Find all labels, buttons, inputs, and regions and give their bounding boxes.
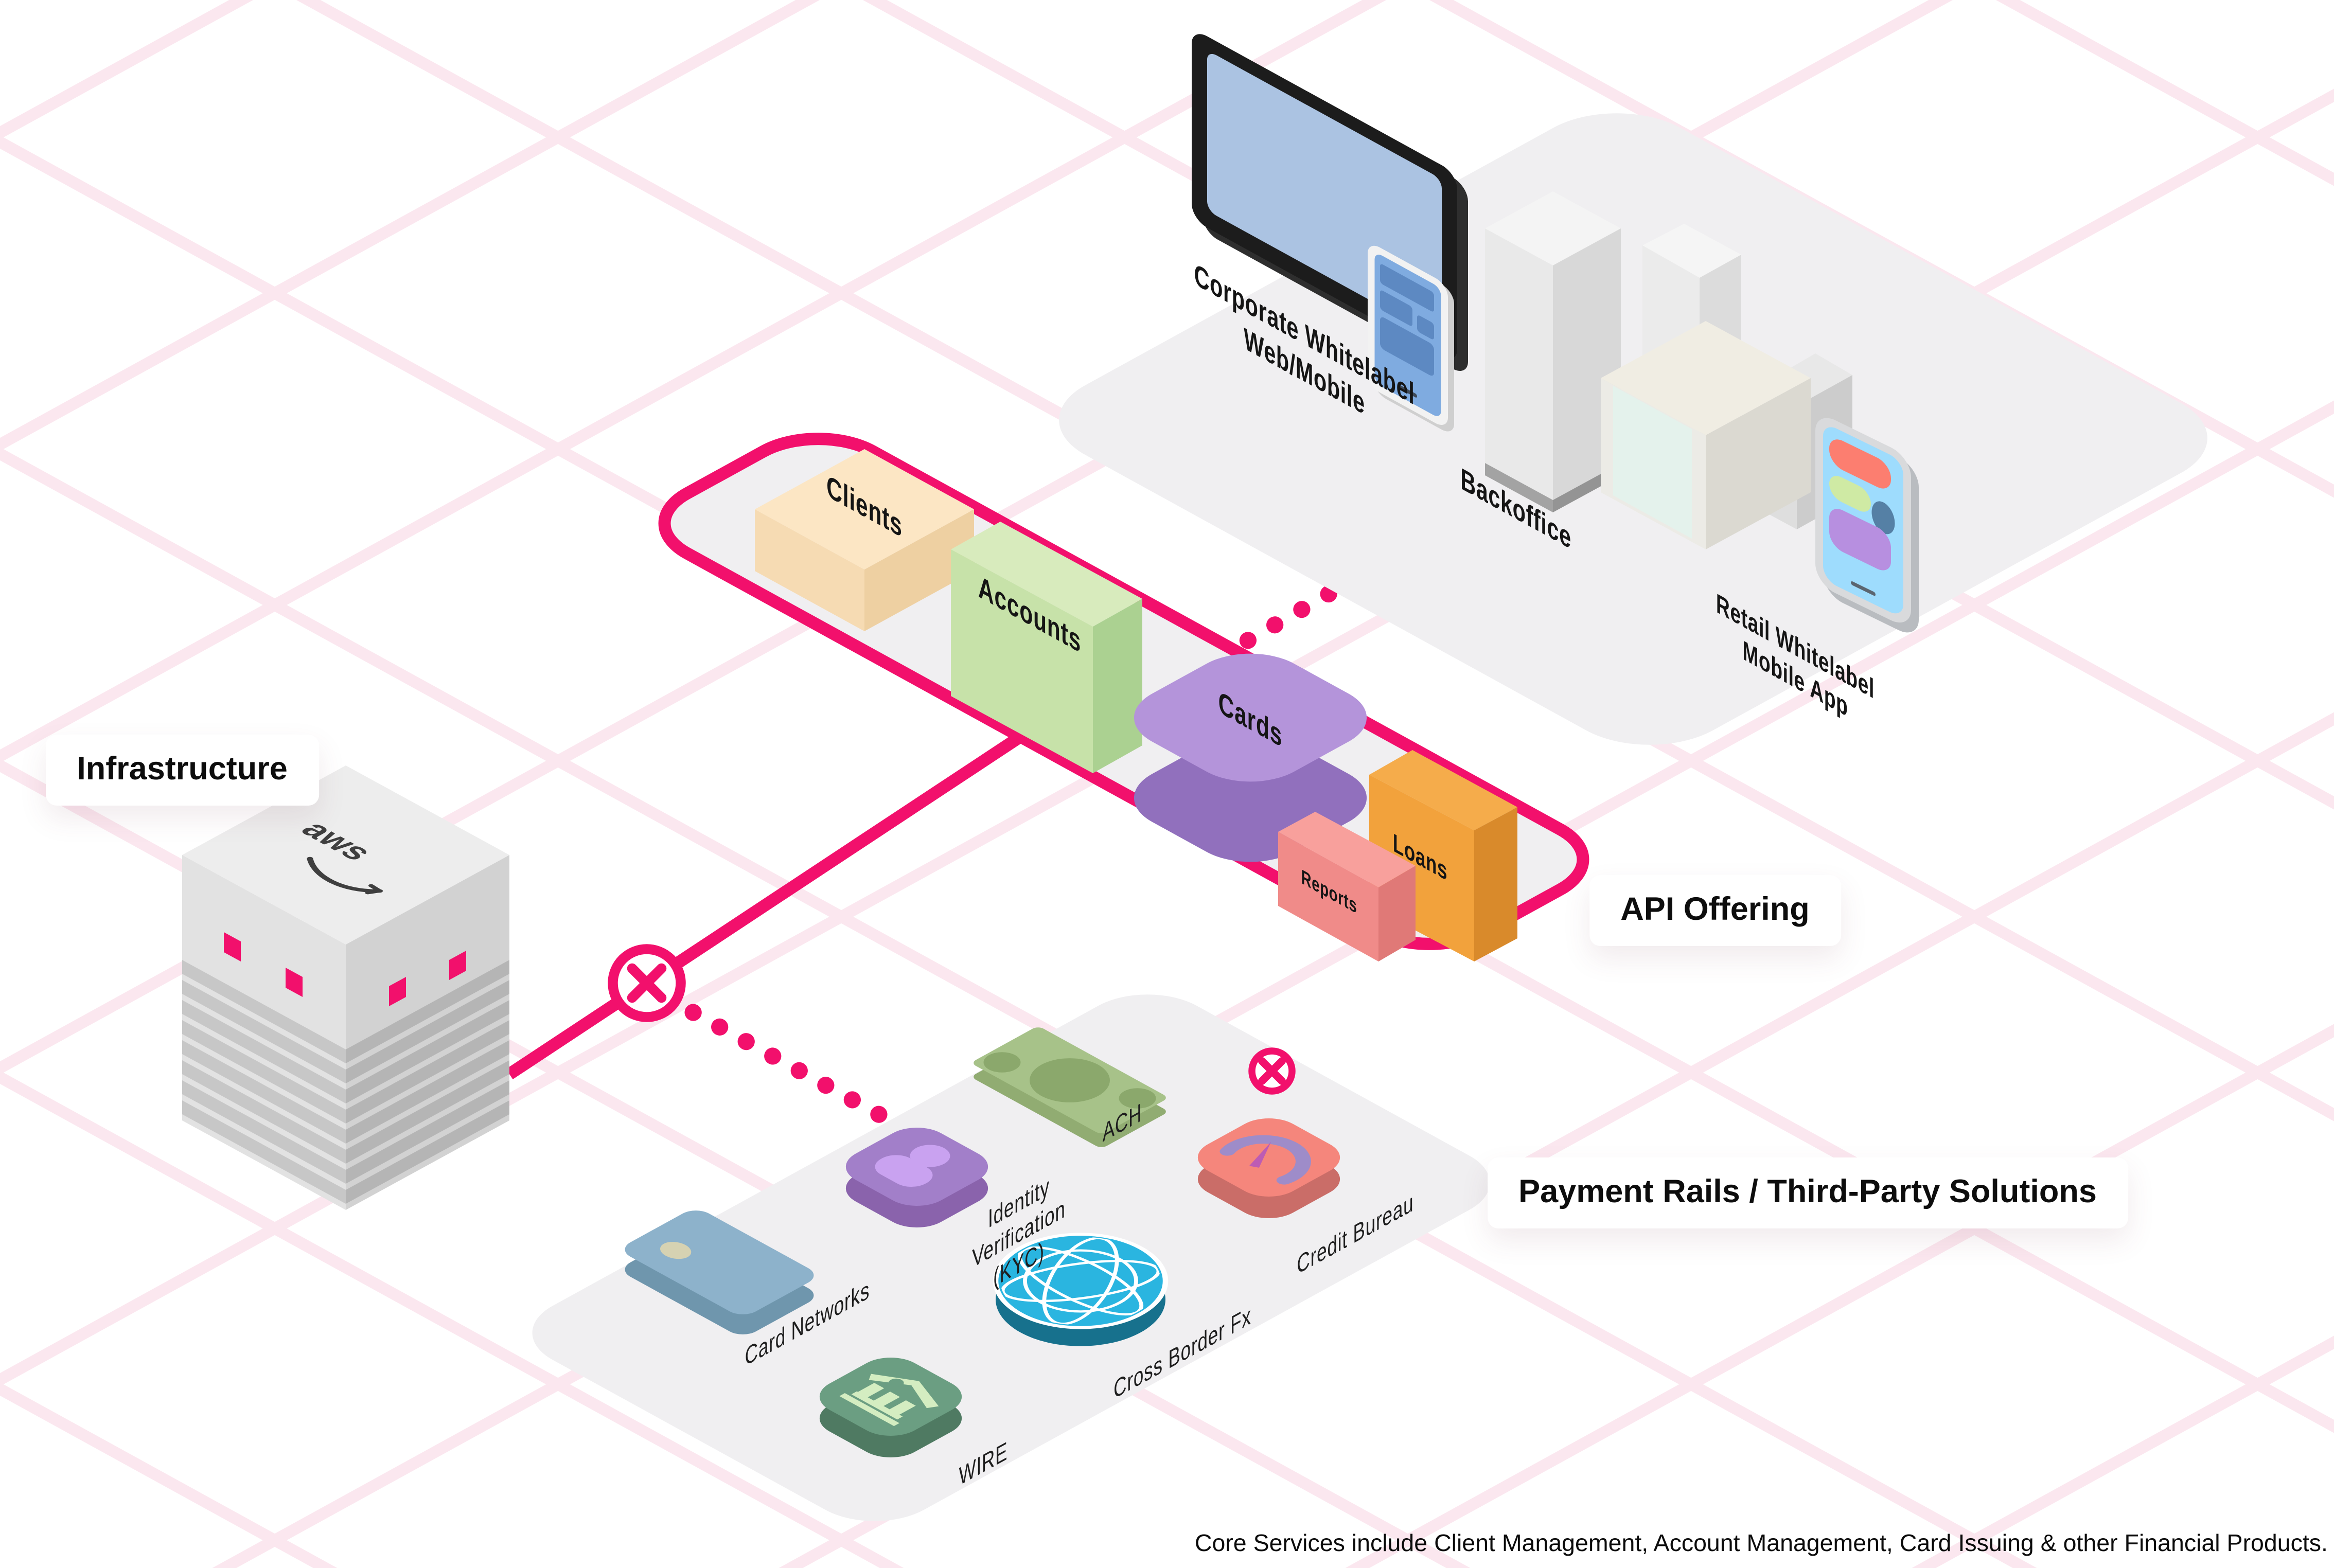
server-stripes-right [346,960,509,1204]
globe-icon [993,1233,1169,1346]
backoffice-screen [1613,386,1692,539]
infrastructure-tag: Infrastructure [46,735,319,806]
dotted-connector-node-payments [684,1004,890,1125]
connector-node-icon [608,944,686,1022]
core-services-footnote: Core Services include Client Management,… [1194,1531,2328,1557]
connector-server-api [506,729,1027,1080]
dotted-connector-api-backoffice [1212,530,1434,665]
accounts-box [951,522,1142,773]
person-icon [845,1128,988,1227]
clients-box [755,449,974,631]
api-offering-tag: API Offering [1589,875,1841,946]
dollar-bill-icon [974,1027,1166,1147]
bank-icon [819,1358,962,1457]
retail-phone-icon [1815,418,1919,633]
plus-node-icon [1248,1047,1296,1095]
payment-rails-tag: Payment Rails / Third-Party Solutions [1488,1157,2128,1228]
aws-smile-arrow [307,857,383,895]
aws-server-icon [182,765,509,1210]
credit-card-icon [625,1210,814,1334]
reports-box [1278,812,1416,961]
server-stripes-left [182,960,346,1204]
server-leds [224,932,466,1006]
corporate-phone-icon [1368,245,1454,432]
gauge-icon [1197,1118,1340,1218]
